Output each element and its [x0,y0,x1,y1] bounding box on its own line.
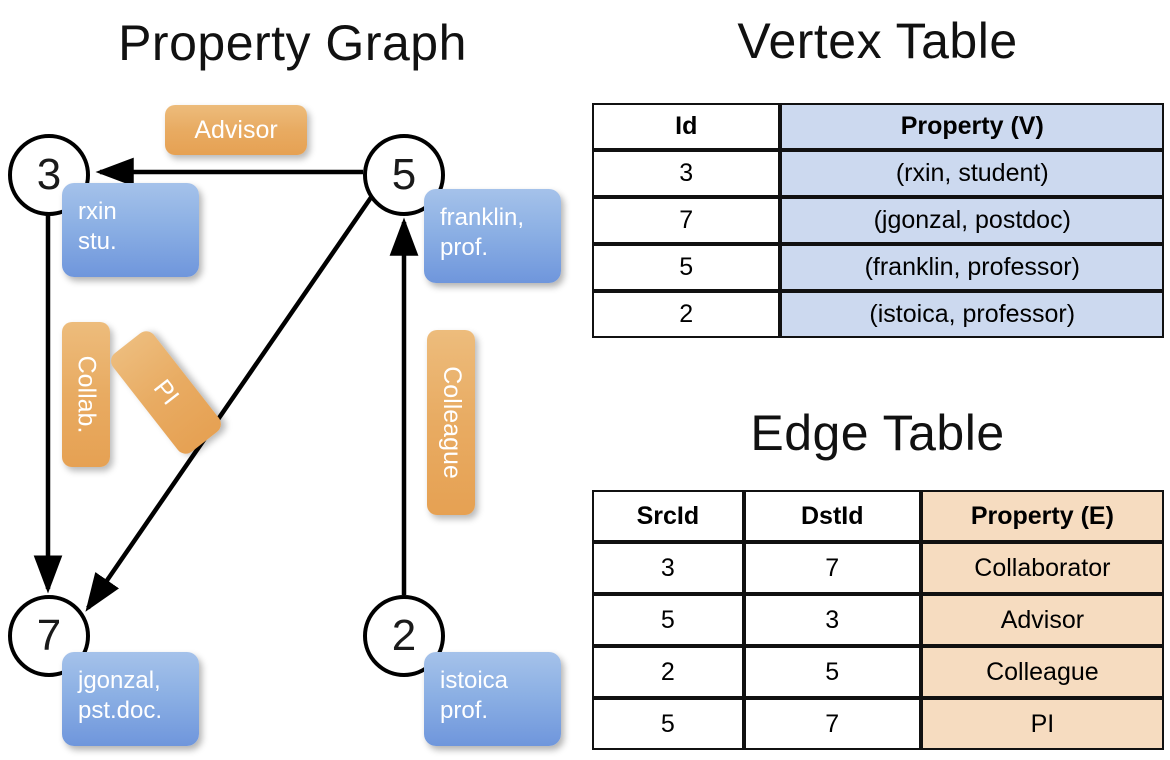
edge-label-text-colleague: Colleague [437,366,466,479]
vertex-table-header-row: Id Property (V) [592,103,1164,150]
node-property-line-1: istoica [440,667,509,694]
vertex-table-header-id: Id [592,103,781,150]
edge-label-box-colleague: Colleague [427,330,475,515]
edge-cell-srcid: 5 [592,594,744,646]
vertex-cell-property: (rxin, student) [780,150,1164,197]
table-row: 3 (rxin, student) [592,150,1164,197]
edge-cell-property: Advisor [920,594,1164,646]
page-title-vertex-table: Vertex Table [737,13,1018,69]
edge-5-to-7-pi [85,194,374,612]
table-row: 2 5 Colleague [592,646,1164,698]
graph-node-2[interactable]: 2 [363,595,445,677]
node-property-line-2: stu. [78,228,117,255]
edge-table: SrcId DstId Property (E) 3 7 Collaborato… [592,490,1164,750]
edge-table-header-property: Property (E) [920,490,1164,542]
table-row: 3 7 Collaborator [592,542,1164,594]
edge-label-box-collab: Collab. [62,322,110,467]
node-property-line-2: pst.doc. [78,697,163,724]
edge-label-text-advisor: Advisor [194,115,278,144]
node-property-line-2: prof. [440,697,489,724]
page-title-edge-table: Edge Table [750,405,1005,461]
edge-label-text-collab: Collab. [72,355,101,434]
vertex-cell-id: 7 [592,197,781,244]
vertex-cell-id: 5 [592,244,781,291]
edge-cell-dstid: 7 [743,542,921,594]
table-row: 5 7 PI [592,698,1164,750]
node-property-line-1: jgonzal, [78,667,161,694]
node-property-line-2: prof. [440,234,489,261]
edge-cell-property: PI [920,698,1164,750]
edge-table-header-dstid: DstId [743,490,921,542]
edge-label-text-pi: PI [148,374,185,411]
node-property-box-rxin: rxin stu. [62,183,199,277]
node-property-box-jgonzal: jgonzal, pst.doc. [62,652,199,746]
property-graph-diagram: 3 5 7 2 rxin stu. franklin, prof. jgonza… [8,105,561,746]
edge-cell-dstid: 7 [743,698,921,750]
vertex-cell-property: (franklin, professor) [780,244,1164,291]
vertex-cell-id: 2 [592,291,781,338]
vertex-cell-property: (jgonzal, postdoc) [780,197,1164,244]
edge-table-header-row: SrcId DstId Property (E) [592,490,1164,542]
edge-cell-srcid: 5 [592,698,744,750]
table-row: 5 (franklin, professor) [592,244,1164,291]
node-property-box-franklin: franklin, prof. [424,189,561,283]
edge-cell-dstid: 5 [743,646,921,698]
table-row: 5 3 Advisor [592,594,1164,646]
vertex-table: Id Property (V) 3 (rxin, student) 7 (jgo… [592,103,1164,338]
edge-cell-dstid: 3 [743,594,921,646]
edge-table-header-srcid: SrcId [592,490,744,542]
edge-cell-srcid: 2 [592,646,744,698]
table-row: 2 (istoica, professor) [592,291,1164,338]
graph-edges-svg [33,157,419,612]
node-property-line-1: franklin, [440,204,525,231]
vertex-table-header-property: Property (V) [780,103,1164,150]
edge-cell-property: Collaborator [920,542,1164,594]
vertex-cell-id: 3 [592,150,781,197]
table-row: 7 (jgonzal, postdoc) [592,197,1164,244]
page-title-property-graph: Property Graph [118,15,467,71]
edge-label-box-advisor: Advisor [165,105,307,155]
graph-node-5[interactable]: 5 [363,134,445,216]
vertex-cell-property: (istoica, professor) [780,291,1164,338]
node-property-line-1: rxin [78,198,117,225]
edge-cell-property: Colleague [920,646,1164,698]
edge-cell-srcid: 3 [592,542,744,594]
node-property-box-istoica: istoica prof. [424,652,561,746]
